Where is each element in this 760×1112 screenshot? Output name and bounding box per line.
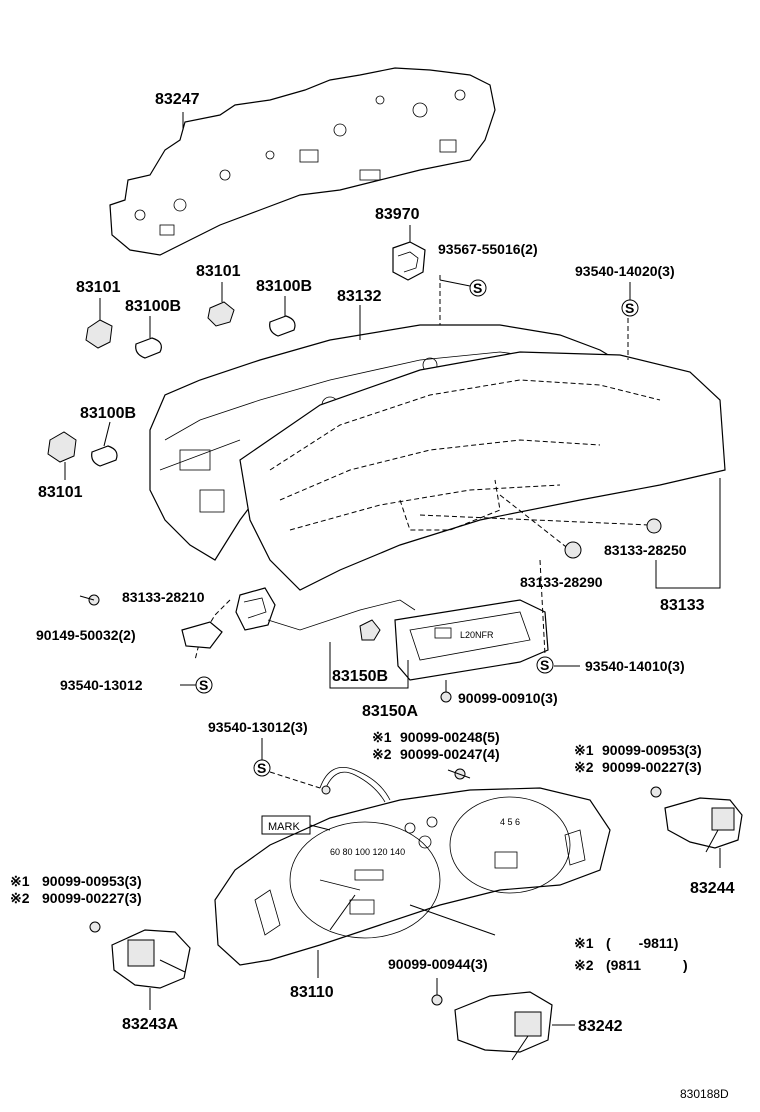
label-83243a: 83243A [122,1016,178,1033]
label-83101-a: 83101 [76,279,121,296]
part-83150a-display: L20NFR [394,599,549,681]
ref-2-note: ※2 [574,957,594,973]
label-90099-00248: 90099-00248(5) [400,729,500,745]
screw-93567-marker: S [439,275,487,325]
ref-2-c: ※2 [10,890,30,906]
label-90099-00227-left: 90099-00227(3) [42,890,142,906]
note-1-date-range: ( -9811) [606,935,678,951]
part-83150b-bulb [359,619,381,641]
ref-2-a: ※2 [372,746,392,762]
part-harness-83110 [319,766,391,803]
note-2-date-range: (9811 ) [606,957,688,973]
part-83244-socket [650,786,743,868]
ref-1-a: ※1 [372,729,392,745]
part-83100b-bulb-b [269,296,296,337]
label-83101-c: 83101 [38,484,83,501]
ref-1-c: ※1 [10,873,30,889]
speedo-scale: 60 80 100 120 140 [330,847,405,857]
label-93567-55016: 93567-55016(2) [438,241,538,257]
part-83110-combination-meter: 60 80 100 120 140 4 5 6 [214,787,611,978]
label-83133-28250: 83133-28250 [604,542,687,558]
label-93540-13012-a: 93540-13012 [60,677,143,693]
display-glyphs: L20NFR [460,630,494,640]
ref-1-note: ※1 [574,935,594,951]
label-90099-00944: 90099-00944(3) [388,956,488,972]
part-83133-28290-clip [564,541,582,559]
label-93540-13012-b: 93540-13012(3) [208,719,308,735]
s-mark: S [199,677,208,693]
part-bracket-90149 [181,621,223,649]
label-83970: 83970 [375,206,420,223]
label-83100b-c: 83100B [80,405,136,422]
s-mark: S [540,657,549,673]
bracket-83133 [655,478,721,589]
part-83133-28250-clip [646,518,662,534]
label-90099-00953-left: 90099-00953(3) [42,873,142,889]
screw-93540-13012-marker: S [180,676,213,694]
label-93540-14010: 93540-14010(3) [585,658,685,674]
part-83242-socket [431,978,575,1061]
part-83101-socket-c [47,431,77,480]
screw-93540-14020-marker: S [621,282,639,317]
s-mark: S [473,280,482,296]
label-90149-50032: 90149-50032(2) [36,627,136,643]
bracket-83150 [329,642,409,689]
part-83100b-bulb-a [135,316,162,359]
label-93540-14020: 93540-14020(3) [575,263,675,279]
ref-2-b: ※2 [574,759,594,775]
label-83133-28290: 83133-28290 [520,574,603,590]
label-83150a: 83150A [362,703,418,720]
label-90099-00227-right: 90099-00227(3) [602,759,702,775]
s-mark: S [257,760,266,776]
label-83132: 83132 [337,288,382,305]
label-83242: 83242 [578,1018,623,1035]
ref-1-b: ※1 [574,742,594,758]
label-83150b: 83150B [332,668,388,685]
label-83247: 83247 [155,91,200,108]
screw-93540-13012-3-marker: S [253,738,321,789]
label-83133: 83133 [660,597,705,614]
label-90099-00910: 90099-00910(3) [458,690,558,706]
part-83101-socket-b [207,282,235,327]
diagram-code: 830188D [680,1087,729,1101]
label-83100b-b: 83100B [256,278,312,295]
label-83101-b: 83101 [196,263,241,280]
part-83247-circuit-board [109,67,496,256]
label-83110: 83110 [290,984,334,1001]
part-83100b-bulb-c [91,421,118,467]
s-mark: S [625,300,634,316]
label-90099-00953-right: 90099-00953(3) [602,742,702,758]
label-mark: MARK [268,821,300,833]
screw-90099-00910 [440,680,452,703]
part-mark-label-box [261,815,331,835]
label-83133-28210: 83133-28210 [122,589,205,605]
label-83244: 83244 [690,880,735,897]
screw-93540-14010-marker: S [536,559,580,674]
label-90099-00247: 90099-00247(4) [400,746,500,762]
label-83100b-a: 83100B [125,298,181,315]
tacho-scale: 4 5 6 [500,817,520,827]
part-83970-connector [392,225,426,281]
part-83101-socket-a [85,298,113,349]
part-90149-50032-screw [79,594,100,606]
part-83133-lens [239,318,726,591]
part-83133-28210-connector [194,587,416,661]
screw-90099-00248 [447,768,471,780]
part-83243a-socket [89,921,191,1010]
